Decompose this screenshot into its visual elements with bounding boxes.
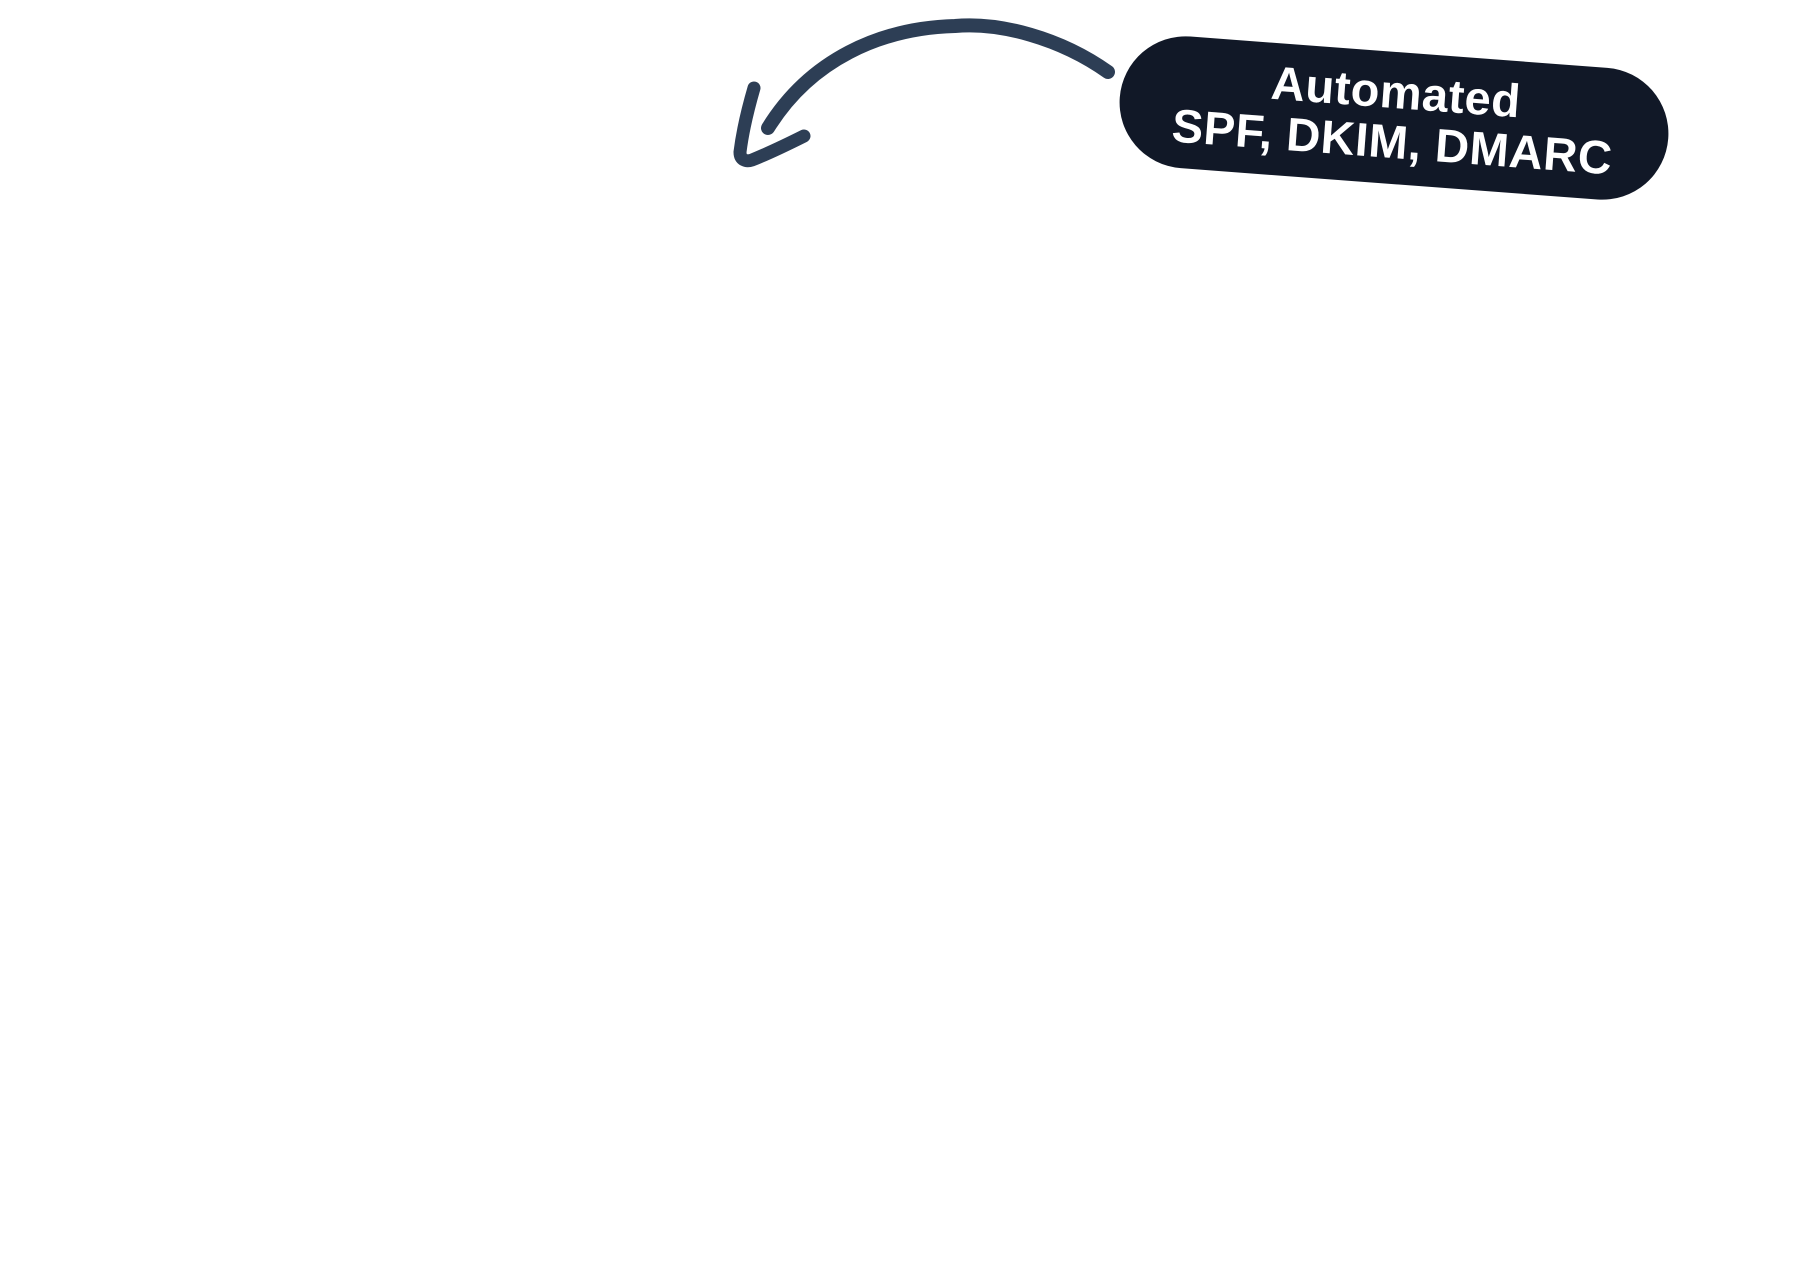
curved-arrow-icon — [733, 18, 1115, 168]
annotation-canvas: Automated SPF, DKIM, DMARC — [733, 18, 1674, 205]
